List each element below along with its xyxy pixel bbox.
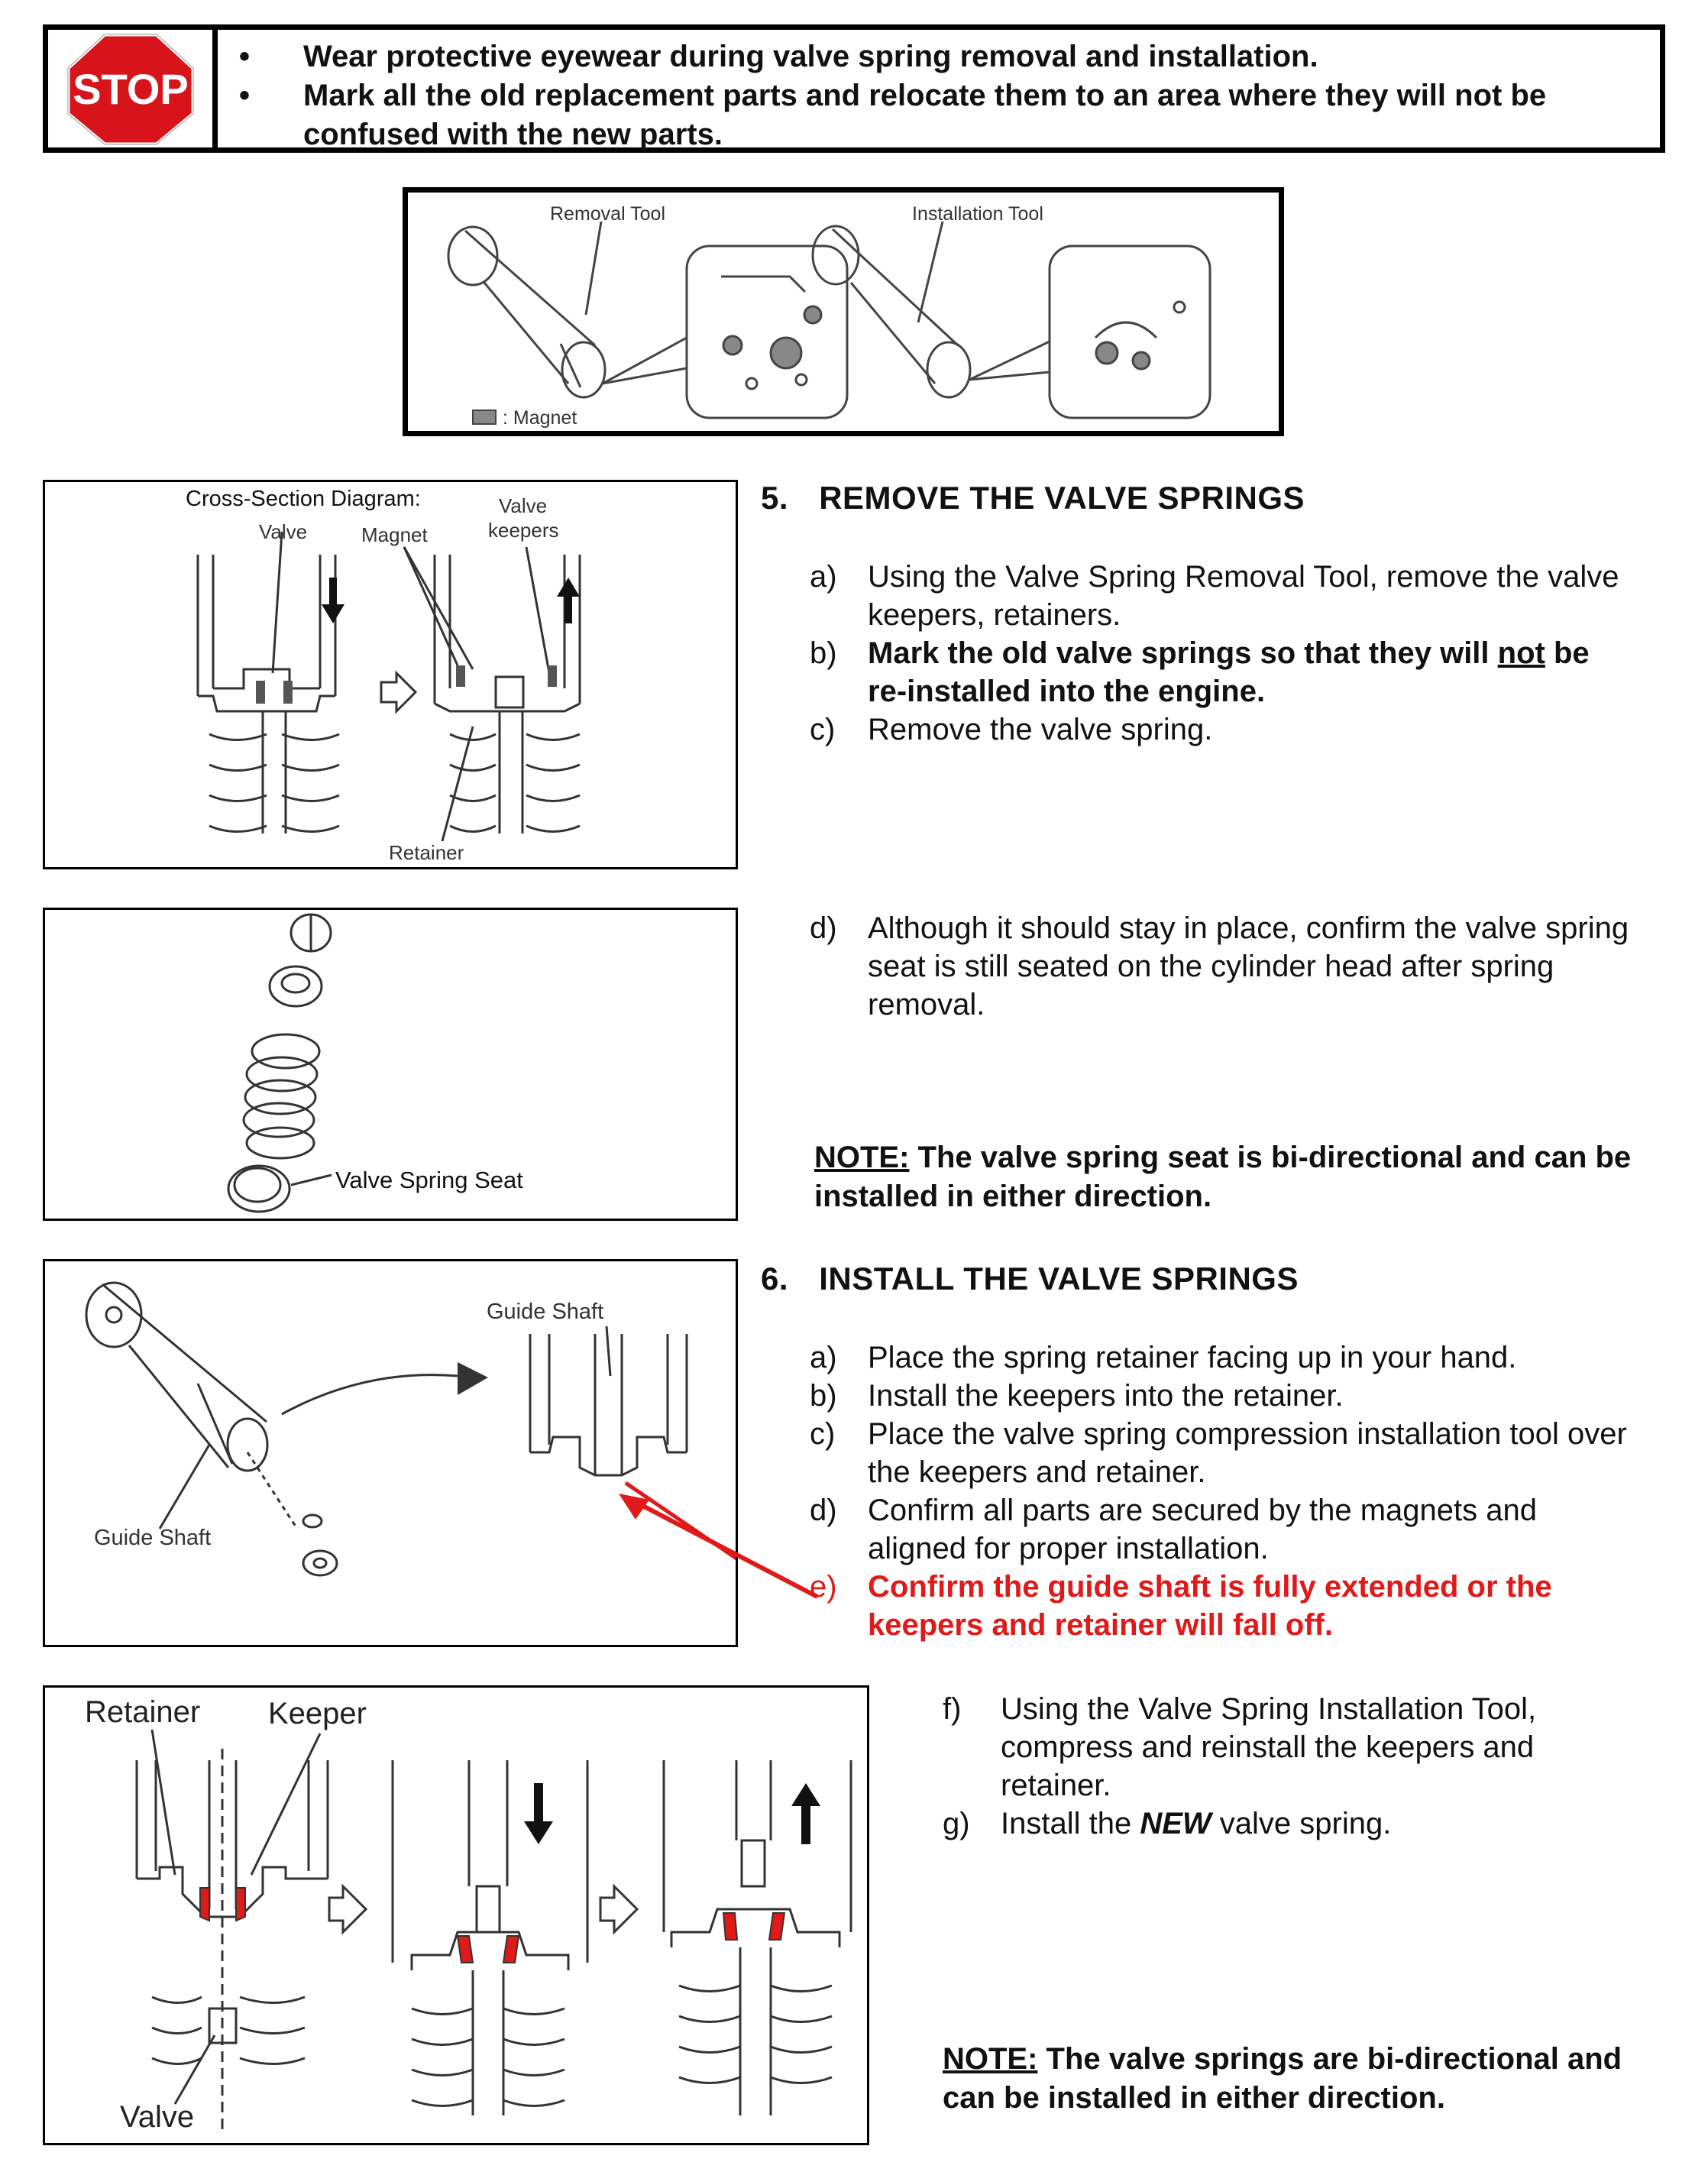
tools-figure: Removal Tool Installation Tool: [403, 187, 1284, 436]
stop-bullet-2: Mark all the old replacement parts and r…: [239, 76, 1645, 154]
section6-step-c: c)Place the valve spring compression ins…: [810, 1417, 1627, 1489]
section6-note: NOTE: The valve springs are bi-direction…: [943, 2040, 1645, 2118]
section5-note-text: The valve spring seat is bi-directional …: [814, 1141, 1632, 1213]
keepers-label-1: Valve: [499, 494, 548, 517]
cross-section-title: Cross-Section Diagram:: [186, 487, 421, 511]
magnet-label: Magnet: [361, 523, 428, 546]
tools-drawing: [447, 221, 1211, 425]
installation-drawing: [135, 1729, 852, 2131]
section5-note-label: NOTE:: [814, 1141, 910, 1174]
valve-label: Valve: [259, 520, 308, 543]
section6-note-text: The valve springs are bi-directional and…: [943, 2042, 1622, 2115]
section5-step-b: b)Mark the old valve springs so that the…: [810, 636, 1590, 708]
stop-bullet-list: Wear protective eyewear during valve spr…: [239, 37, 1645, 154]
stop-sign-cell: STOP: [48, 30, 218, 147]
section5-steps-abc: a)Using the Valve Spring Removal Tool, r…: [810, 558, 1635, 749]
installation-tool-label: Installation Tool: [912, 203, 1043, 225]
stop-bullet-1: Wear protective eyewear during valve spr…: [239, 37, 1645, 76]
guide-shaft-drawing: [85, 1281, 736, 1577]
section6-step-e: e)Confirm the guide shaft is fully exten…: [810, 1570, 1552, 1642]
spring-seat-figure: Valve Spring Seat: [43, 908, 738, 1221]
section5-step-d: d)Although it should stay in place, conf…: [810, 911, 1629, 1021]
section6-steps-a-e: a)Place the spring retainer facing up in…: [810, 1338, 1635, 1644]
magnet-legend-label: : Magnet: [503, 407, 577, 429]
section5-step-c: c)Remove the valve spring.: [810, 713, 1213, 746]
section5-note: NOTE: The valve spring seat is bi-direct…: [814, 1138, 1639, 1216]
section6-step-g: g)Install the NEW valve spring.: [943, 1807, 1392, 1840]
section6-note-label: NOTE:: [943, 2042, 1038, 2076]
section5-heading: 5. REMOVE THE VALVE SPRINGS: [761, 480, 1305, 516]
section6-heading: 6. INSTALL THE VALVE SPRINGS: [761, 1261, 1299, 1297]
stop-sign-text: STOP: [73, 65, 188, 113]
section6-title: INSTALL THE VALVE SPRINGS: [819, 1261, 1299, 1296]
spring-seat-drawing: [227, 913, 332, 1213]
section5-step-d-block: d)Although it should stay in place, conf…: [810, 909, 1635, 1024]
valve-label-install: Valve: [120, 2100, 195, 2134]
keepers-label-2: keepers: [488, 519, 559, 542]
guide-shaft-label-top: Guide Shaft: [487, 1300, 604, 1324]
valve-spring-seat-label: Valve Spring Seat: [335, 1167, 523, 1193]
cross-section-figure: Cross-Section Diagram: Valve Magnet Valv…: [43, 480, 738, 869]
section6-step-f: f)Using the Valve Spring Installation To…: [943, 1692, 1537, 1802]
guide-shaft-figure: Guide Shaft Guide Shaft: [43, 1259, 738, 1647]
guide-shaft-label-bottom: Guide Shaft: [94, 1526, 212, 1550]
section6-step-a: a)Place the spring retainer facing up in…: [810, 1341, 1517, 1374]
red-arrow-icon: [619, 1494, 819, 1599]
section6-step-b: b)Install the keepers into the retainer.: [810, 1379, 1344, 1413]
section5-title: REMOVE THE VALVE SPRINGS: [819, 480, 1305, 516]
section6-number: 6.: [761, 1261, 789, 1296]
stop-warning-box: STOP Wear protective eyewear during valv…: [43, 24, 1665, 153]
retainer-label: Retainer: [389, 841, 464, 864]
retainer-label-install: Retainer: [85, 1695, 201, 1729]
section5-number: 5.: [761, 480, 789, 516]
section5-step-a: a)Using the Valve Spring Removal Tool, r…: [810, 560, 1619, 632]
cross-section-drawing: [196, 531, 581, 842]
stop-sign-icon: STOP: [66, 32, 196, 147]
keeper-label-install: Keeper: [268, 1697, 367, 1730]
section6-steps-f-g: f)Using the Valve Spring Installation To…: [943, 1690, 1645, 1843]
section6-step-d: d)Confirm all parts are secured by the m…: [810, 1494, 1537, 1565]
installation-figure: Retainer Keeper Valve: [43, 1685, 869, 2145]
removal-tool-label: Removal Tool: [550, 203, 666, 225]
